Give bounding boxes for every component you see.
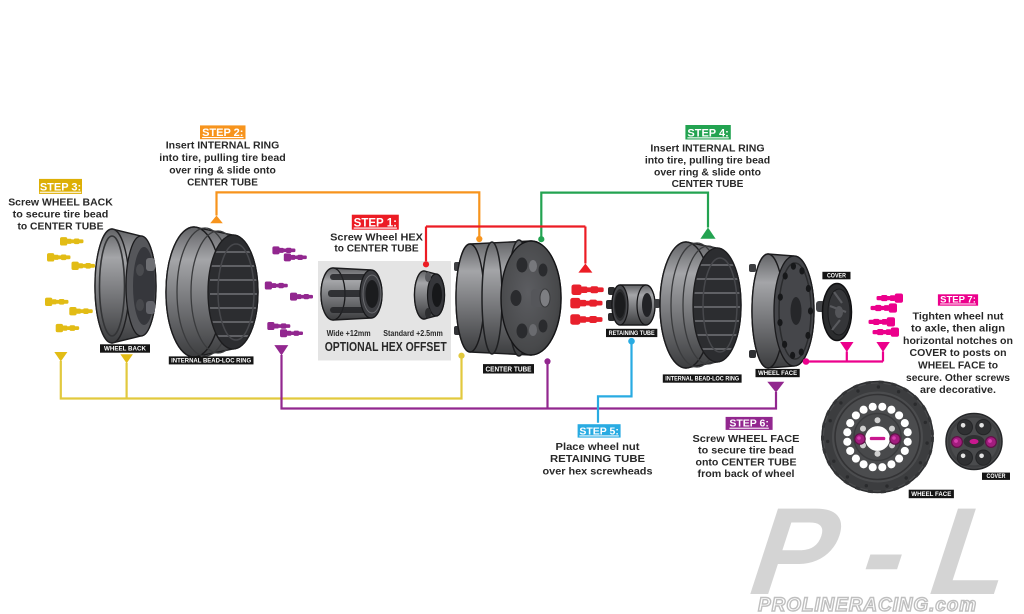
svg-text:WHEEL FACE to: WHEEL FACE to xyxy=(918,360,998,372)
svg-text:into tire, pulling tire bead: into tire, pulling tire bead xyxy=(159,152,286,164)
svg-text:to axle, then align: to axle, then align xyxy=(911,323,1005,335)
svg-text:over ring & slide onto: over ring & slide onto xyxy=(654,166,761,178)
svg-text:into tire, pulling tire bead: into tire, pulling tire bead xyxy=(645,154,770,166)
svg-text:WHEEL BACK: WHEEL BACK xyxy=(104,346,146,353)
svg-text:Insert INTERNAL RING: Insert INTERNAL RING xyxy=(650,143,764,155)
svg-text:RETAINING TUBE: RETAINING TUBE xyxy=(550,453,645,465)
svg-text:COVER to posts on: COVER to posts on xyxy=(910,347,1007,359)
svg-text:STEP 3:: STEP 3: xyxy=(40,182,81,194)
svg-text:horizontal notches on: horizontal notches on xyxy=(903,335,1013,347)
svg-text:Screw WHEEL BACK: Screw WHEEL BACK xyxy=(8,196,113,208)
svg-text:Tighten wheel nut: Tighten wheel nut xyxy=(913,310,1005,322)
svg-text:Standard +2.5mm: Standard +2.5mm xyxy=(383,328,443,338)
svg-text:to secure tire bead: to secure tire bead xyxy=(13,209,109,221)
svg-text:STEP 6:: STEP 6: xyxy=(729,418,769,430)
svg-text:STEP 7:: STEP 7: xyxy=(940,295,976,306)
svg-text:STEP 5:: STEP 5: xyxy=(579,425,619,437)
svg-text:to secure tire bead: to secure tire bead xyxy=(698,445,794,457)
svg-text:OPTIONAL HEX OFFSET: OPTIONAL HEX OFFSET xyxy=(325,340,447,354)
svg-text:COVER: COVER xyxy=(987,473,1006,480)
svg-text:RETAINING TUBE: RETAINING TUBE xyxy=(609,330,655,337)
svg-text:Screw Wheel HEX: Screw Wheel HEX xyxy=(330,232,423,244)
svg-text:to CENTER TUBE: to CENTER TUBE xyxy=(17,221,103,233)
svg-text:over hex screwheads: over hex screwheads xyxy=(543,466,653,478)
svg-text:STEP 1:: STEP 1: xyxy=(354,218,397,230)
svg-text:P-L: P-L xyxy=(733,482,1024,614)
svg-text:onto CENTER TUBE: onto CENTER TUBE xyxy=(696,456,797,468)
svg-text:over ring & slide onto: over ring & slide onto xyxy=(169,164,276,176)
svg-text:CENTER TUBE: CENTER TUBE xyxy=(486,365,532,374)
svg-text:Insert INTERNAL RING: Insert INTERNAL RING xyxy=(166,140,280,152)
svg-text:CENTER TUBE: CENTER TUBE xyxy=(187,177,258,189)
svg-text:PROLINERACING.com: PROLINERACING.com xyxy=(758,595,977,614)
svg-text:INTERNAL BEAD-LOC RING: INTERNAL BEAD-LOC RING xyxy=(665,376,739,383)
svg-text:WHEEL FACE: WHEEL FACE xyxy=(911,491,951,498)
svg-text:are decorative.: are decorative. xyxy=(920,384,996,396)
svg-text:Wide +12mm: Wide +12mm xyxy=(327,328,371,338)
svg-text:COVER: COVER xyxy=(827,272,846,279)
svg-text:INTERNAL BEAD-LOC RING: INTERNAL BEAD-LOC RING xyxy=(171,357,251,364)
svg-text:CENTER TUBE: CENTER TUBE xyxy=(672,178,744,190)
svg-text:WHEEL FACE: WHEEL FACE xyxy=(758,370,798,377)
svg-text:Screw WHEEL FACE: Screw WHEEL FACE xyxy=(693,433,800,445)
svg-text:Place wheel nut: Place wheel nut xyxy=(556,441,641,453)
svg-text:from back of wheel: from back of wheel xyxy=(698,468,795,480)
svg-text:secure. Other screws: secure. Other screws xyxy=(906,372,1010,384)
svg-text:STEP 2:: STEP 2: xyxy=(202,127,243,139)
svg-text:to CENTER TUBE: to CENTER TUBE xyxy=(334,243,418,255)
svg-text:STEP 4:: STEP 4: xyxy=(687,127,728,139)
